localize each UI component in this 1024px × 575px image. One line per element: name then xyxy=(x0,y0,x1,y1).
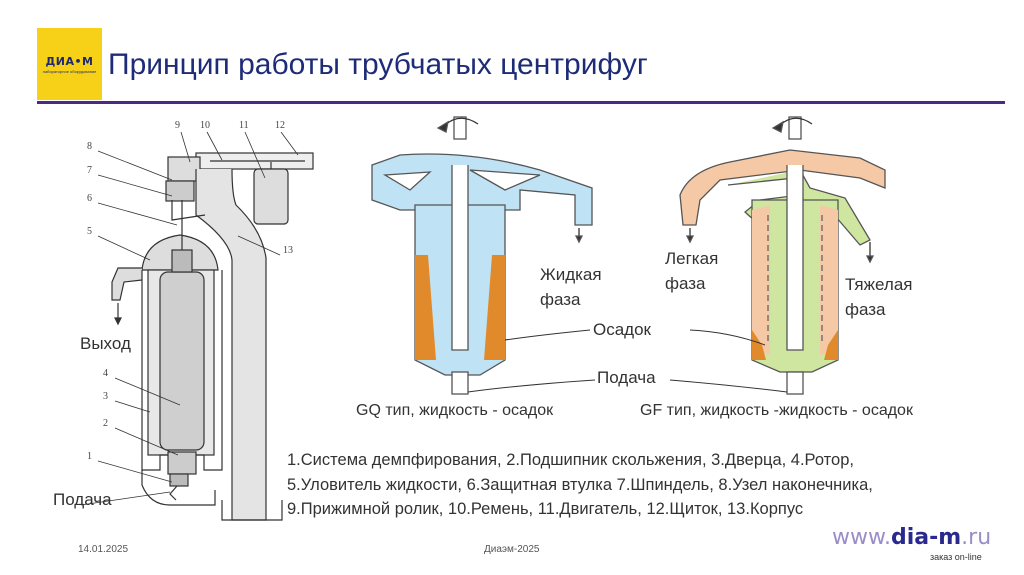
tubular-centrifuge-drawing xyxy=(80,131,314,521)
caption-gq-type: GQ тип, жидкость - осадок xyxy=(356,402,554,419)
logo-text: ДИА•М xyxy=(45,54,94,68)
website-prefix: www. xyxy=(832,525,891,550)
label-feed-center: Подача xyxy=(597,368,656,387)
callout-11: 11 xyxy=(239,120,249,131)
parts-legend: 1.Система демпфирования, 2.Подшипник ско… xyxy=(287,448,873,522)
callout-7: 7 xyxy=(87,165,92,176)
callout-9: 9 xyxy=(175,120,180,131)
callout-13: 13 xyxy=(283,245,293,256)
callout-3: 3 xyxy=(103,391,108,402)
callout-4: 4 xyxy=(103,368,108,379)
page-title: Принцип работы трубчатых центрифуг xyxy=(108,48,648,81)
label-sediment: Осадок xyxy=(593,320,651,339)
gf-centrifuge-schematic xyxy=(679,116,886,395)
legend-line-2: 5.Уловитель жидкости, 6.Защитная втулка … xyxy=(287,475,873,494)
website-tagline: заказ on-line xyxy=(930,552,982,562)
shared-leader-lines xyxy=(467,329,788,393)
footer-center: Диаэм-2025 xyxy=(484,544,540,555)
callout-12: 12 xyxy=(275,120,285,131)
label-output: Выход xyxy=(80,334,131,353)
label-liquid-phase: Жидкая фаза xyxy=(540,265,602,309)
title-divider xyxy=(37,101,1005,104)
company-logo: ДИА•М лабораторное оборудование xyxy=(37,28,102,100)
callout-2: 2 xyxy=(103,418,108,429)
callout-1: 1 xyxy=(87,451,92,462)
caption-gf-type: GF тип, жидкость -жидкость - осадок xyxy=(640,402,913,419)
website-main: dia-m xyxy=(890,525,962,550)
label-light-phase: Легкая фаза xyxy=(665,249,719,293)
callout-5: 5 xyxy=(87,226,92,237)
website-link[interactable]: www.dia-m.ru xyxy=(832,525,991,550)
label-heavy-phase: Тяжелая фаза xyxy=(845,275,913,319)
callout-6: 6 xyxy=(87,193,92,204)
logo-tagline: лабораторное оборудование xyxy=(42,68,97,74)
footer-date: 14.01.2025 xyxy=(78,544,129,555)
label-feed-left: Подача xyxy=(53,490,112,509)
legend-line-1: 1.Система демпфирования, 2.Подшипник ско… xyxy=(287,451,854,469)
legend-line-3: 9.Прижимной ролик, 10.Ремень, 11.Двигате… xyxy=(287,500,804,518)
callout-10: 10 xyxy=(200,120,210,131)
callout-8: 8 xyxy=(87,141,92,152)
gq-centrifuge-schematic xyxy=(371,116,593,395)
website-suffix: .ru xyxy=(961,525,992,550)
